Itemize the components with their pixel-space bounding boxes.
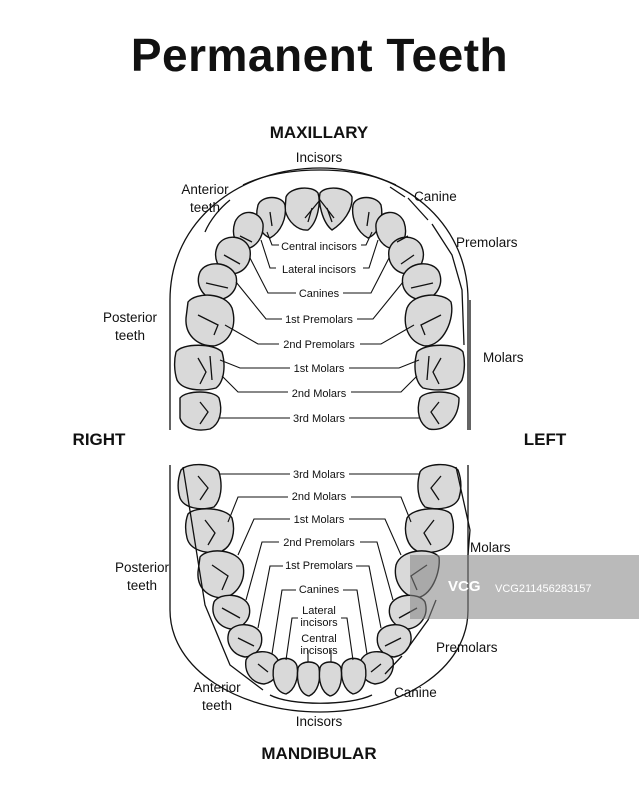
lower-lateral-line2: incisors bbox=[300, 617, 338, 629]
maxillary-label: MAXILLARY bbox=[270, 123, 369, 142]
tooth-lower-right-molar-1 bbox=[197, 550, 245, 599]
tooth-lower-left-central bbox=[318, 661, 343, 697]
maxillary-creases bbox=[197, 207, 442, 425]
upper-1st-premolars: 1st Premolars bbox=[285, 314, 353, 326]
lower-canines: Canines bbox=[299, 584, 340, 596]
lower-anterior-line1: Anterior bbox=[193, 680, 241, 695]
lower-premolars-label: Premolars bbox=[436, 640, 498, 655]
watermark-id: VCG211456283157 bbox=[495, 583, 592, 595]
tooth-upper-left-molar-2 bbox=[414, 344, 466, 391]
maxillary-outline bbox=[169, 167, 469, 430]
mandibular-creases bbox=[197, 475, 442, 673]
lower-incisors-label: Incisors bbox=[296, 714, 343, 729]
upper-incisors-label: Incisors bbox=[296, 150, 343, 165]
tooth-upper-left-molar-3 bbox=[417, 391, 460, 431]
lower-posterior-line1: Posterior bbox=[115, 560, 170, 575]
mandibular-arch: 3rd Molars 2nd Molars 1st Molars 2nd Pre… bbox=[115, 463, 511, 763]
mandibular-label: MANDIBULAR bbox=[261, 744, 376, 763]
upper-2nd-premolars: 2nd Premolars bbox=[283, 339, 355, 351]
tooth-lower-left-molar-3 bbox=[417, 463, 462, 510]
lower-anterior-line2: teeth bbox=[202, 698, 232, 713]
tooth-lower-right-central bbox=[296, 661, 321, 697]
maxillary-arch: MAXILLARY Incisors Canine Premolars Mola… bbox=[103, 123, 524, 431]
right-label: RIGHT bbox=[73, 430, 127, 449]
watermark-overlay bbox=[410, 555, 639, 619]
lower-central-line1: Central bbox=[301, 633, 336, 645]
tooth-upper-right-molar-2 bbox=[173, 344, 225, 391]
upper-posterior-line2: teeth bbox=[115, 328, 145, 343]
tooth-upper-right-molar-3 bbox=[179, 391, 222, 431]
tooth-lower-right-premolar-2 bbox=[212, 594, 251, 630]
lower-2nd-premolars: 2nd Premolars bbox=[283, 537, 355, 549]
tooth-lower-left-lateral bbox=[340, 657, 367, 695]
maxillary-brackets bbox=[204, 169, 471, 430]
tooth-upper-left-central bbox=[318, 187, 353, 231]
upper-posterior-line1: Posterior bbox=[103, 310, 158, 325]
upper-canine-label: Canine bbox=[414, 189, 457, 204]
watermark-logo: VCG bbox=[448, 578, 481, 595]
lower-2nd-molars: 2nd Molars bbox=[292, 491, 347, 503]
upper-molars-label: Molars bbox=[483, 350, 524, 365]
upper-anterior-line1: Anterior bbox=[181, 182, 229, 197]
mandibular-teeth bbox=[177, 463, 462, 697]
lower-3rd-molars: 3rd Molars bbox=[293, 469, 345, 481]
mandibular-brackets bbox=[182, 466, 471, 704]
tooth-lower-right-molar-3 bbox=[177, 463, 222, 510]
tooth-lower-left-molar-2 bbox=[404, 508, 455, 554]
upper-canines: Canines bbox=[299, 288, 340, 300]
upper-2nd-molars: 2nd Molars bbox=[292, 388, 347, 400]
mandibular-outline bbox=[169, 465, 469, 713]
lower-central-line2: incisors bbox=[300, 645, 338, 657]
upper-1st-molars: 1st Molars bbox=[294, 363, 345, 375]
maxillary-leaders bbox=[219, 231, 420, 419]
upper-3rd-molars: 3rd Molars bbox=[293, 413, 345, 425]
tooth-upper-left-premolar-2 bbox=[401, 263, 442, 301]
upper-lateral-incisors: Lateral incisors bbox=[282, 264, 356, 276]
left-label: LEFT bbox=[524, 430, 567, 449]
lower-lateral-line1: Lateral bbox=[302, 605, 336, 617]
upper-anterior-line2: teeth bbox=[190, 200, 220, 215]
upper-central-incisors: Central incisors bbox=[281, 241, 357, 253]
page-title: Permanent Teeth bbox=[130, 29, 509, 81]
upper-premolars-label: Premolars bbox=[456, 235, 518, 250]
lower-1st-premolars: 1st Premolars bbox=[285, 560, 353, 572]
lower-1st-molars: 1st Molars bbox=[294, 514, 345, 526]
lower-molars-label: Molars bbox=[470, 540, 511, 555]
tooth-upper-right-central bbox=[284, 187, 320, 231]
tooth-lower-right-lateral bbox=[272, 657, 299, 695]
lower-canine-label: Canine bbox=[394, 685, 437, 700]
lower-posterior-line2: teeth bbox=[127, 578, 157, 593]
mandibular-leaders bbox=[219, 473, 420, 662]
tooth-upper-right-premolar-2 bbox=[197, 263, 238, 301]
